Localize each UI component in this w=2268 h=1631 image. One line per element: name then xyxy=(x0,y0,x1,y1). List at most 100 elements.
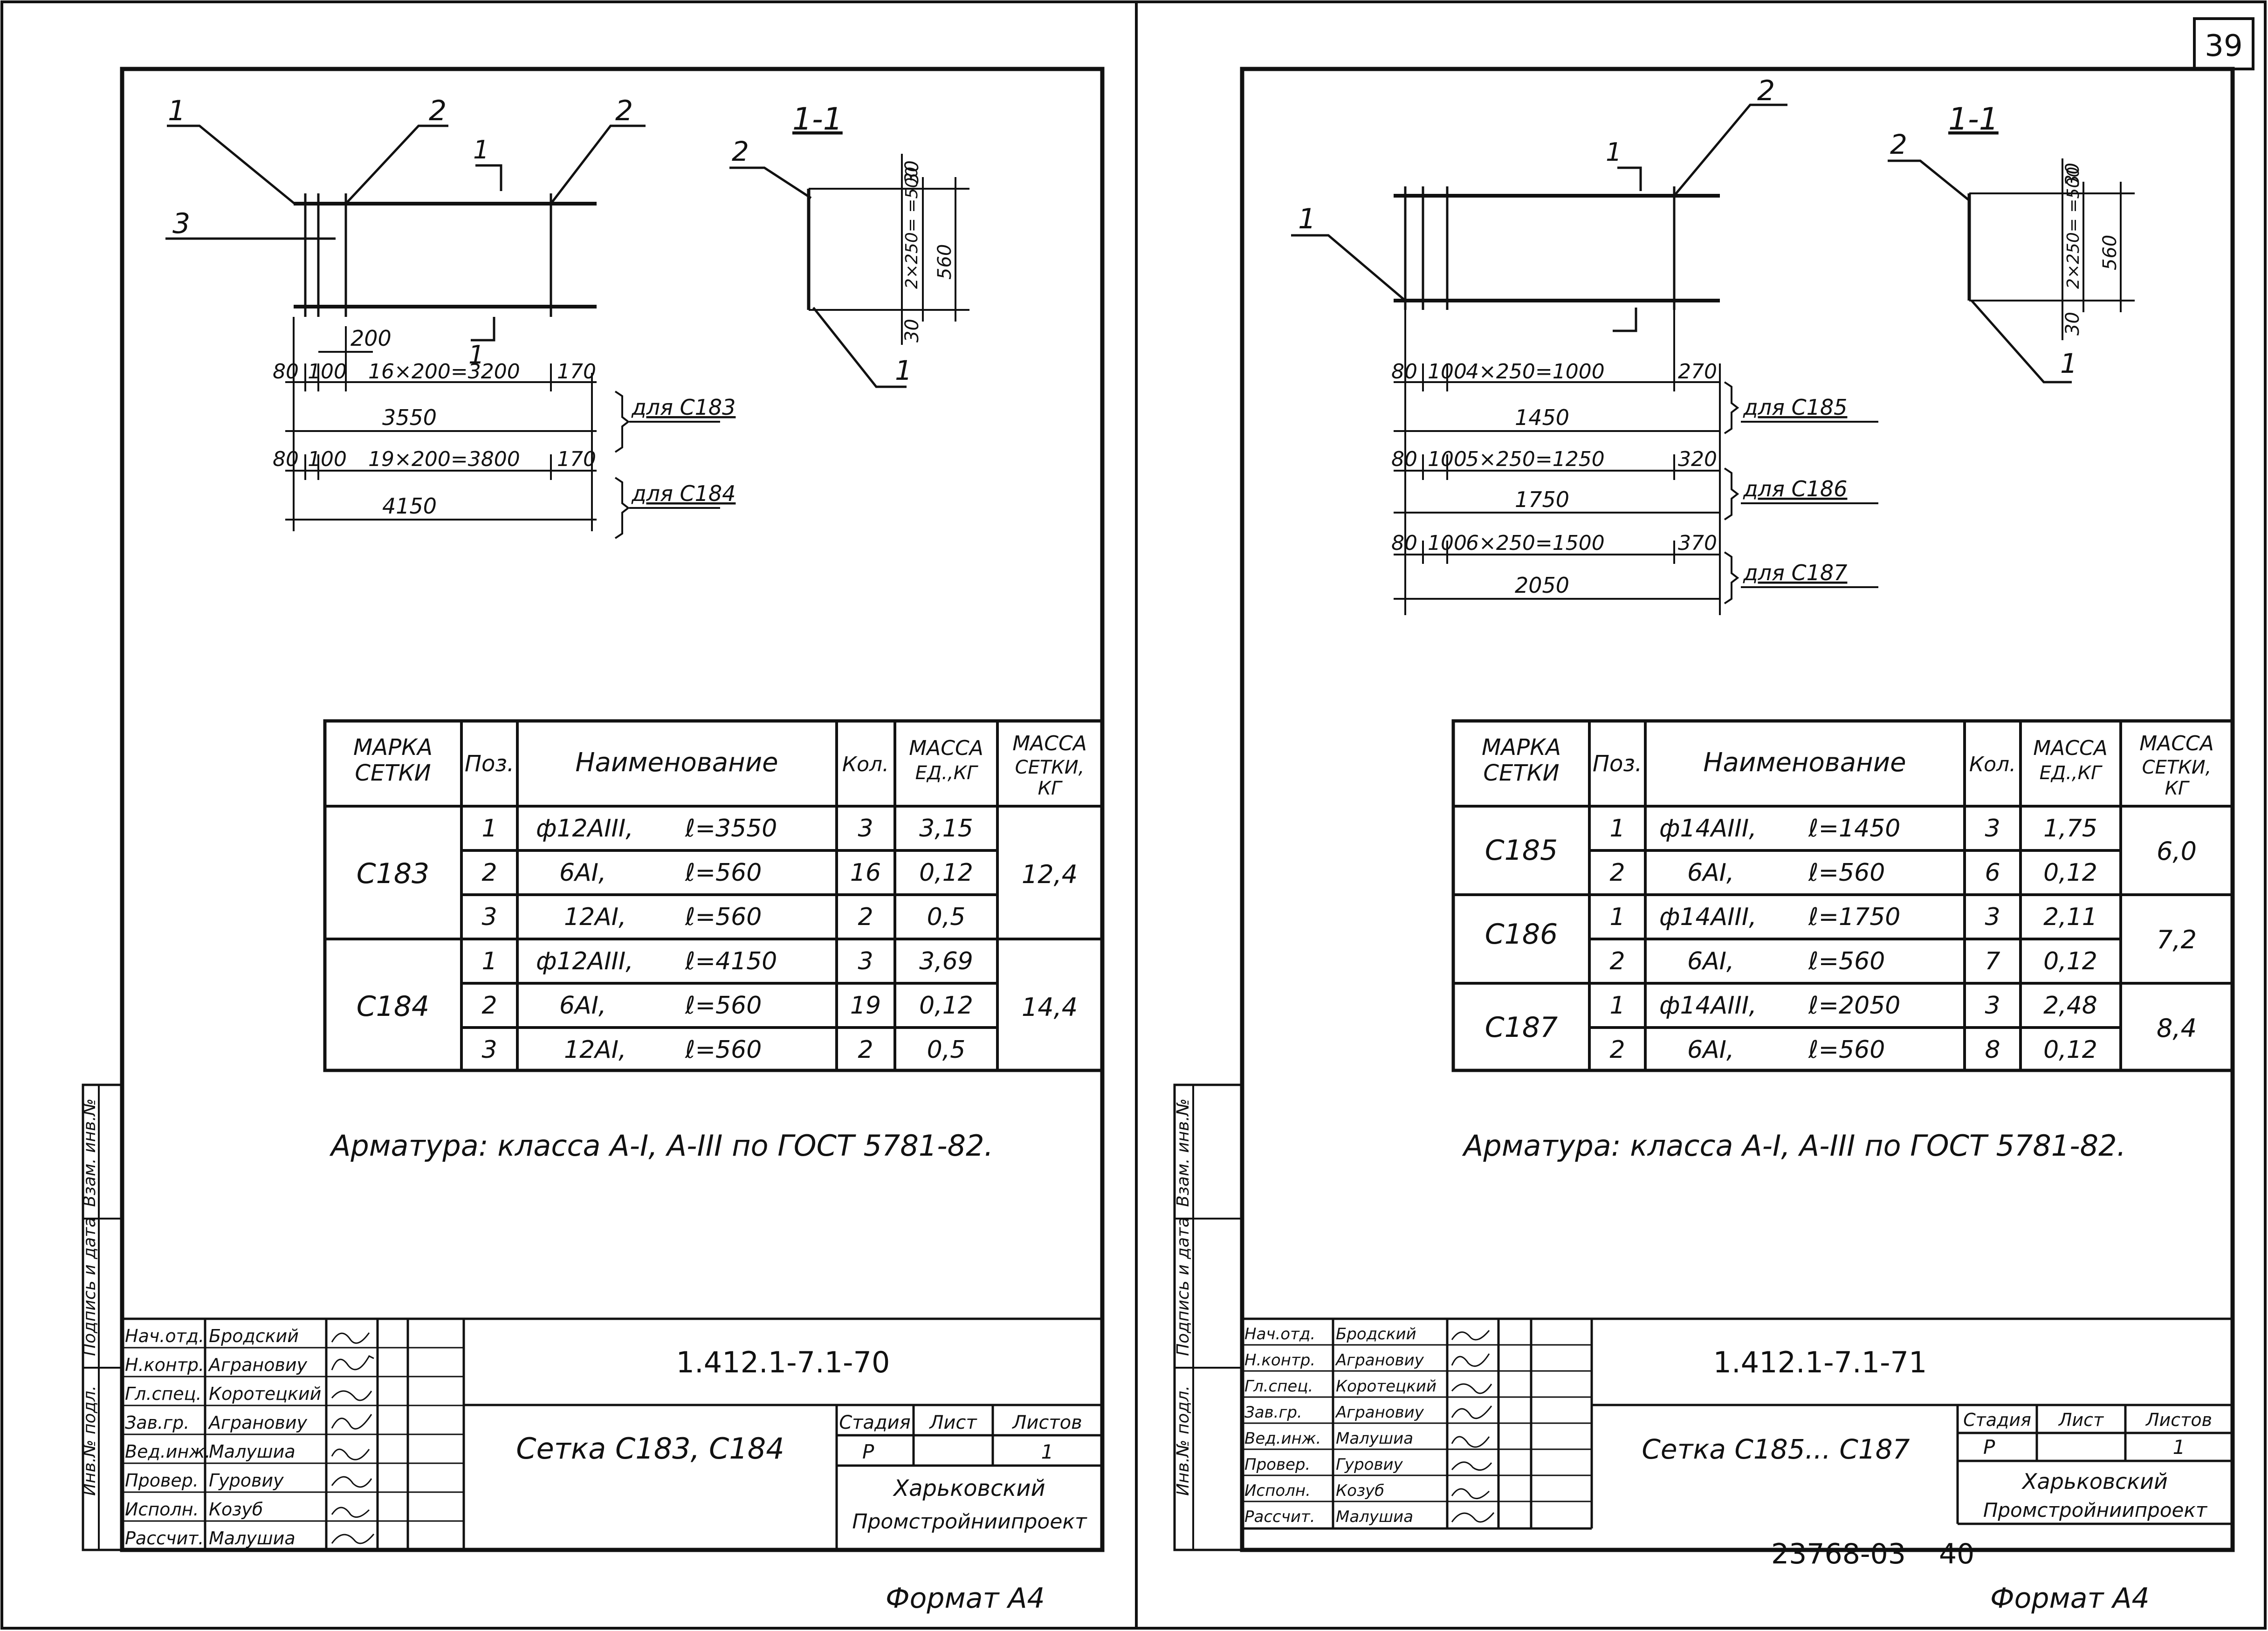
callout-1: 1 xyxy=(1298,203,1316,235)
stamp-sheets-label: Листов xyxy=(2145,1410,2212,1430)
cell-qty: 2 xyxy=(858,903,873,931)
stamp-role: Исполн. xyxy=(125,1499,199,1520)
total-c183: 12,4 xyxy=(1022,860,1078,889)
dim-r3-total: 2050 xyxy=(1515,573,1569,598)
cell-name: ф12АIII, xyxy=(536,947,633,975)
stamp-name: Аграновиу xyxy=(207,1412,308,1433)
cut-mark-top: 1 xyxy=(473,135,489,164)
cell-len: ℓ=560 xyxy=(1808,947,1885,975)
cell-mass: 0,12 xyxy=(2043,947,2097,975)
stamp-role: Гл.спец. xyxy=(1244,1377,1313,1396)
stamp-role: Зав.гр. xyxy=(1244,1403,1302,1422)
stamp-role: Рассчит. xyxy=(1244,1508,1315,1526)
copy-page: 40 xyxy=(1939,1538,1974,1570)
cell-mass: 0,5 xyxy=(927,903,966,931)
sec-dim-top: 30 xyxy=(2062,163,2083,186)
right-title-block: Нач.отд. Н.контр. Гл.спец. Зав.гр. Вед.и… xyxy=(1242,1317,2233,1530)
dim-r1-mid: 4×250=1000 xyxy=(1466,360,1605,384)
th-name: Наименование xyxy=(1703,747,1906,778)
right-format: Формат А4 xyxy=(1990,1582,2150,1615)
stamp-role: Н.контр. xyxy=(125,1355,204,1375)
stamp-role: Н.контр. xyxy=(1244,1351,1315,1370)
stamp-sheets: 1 xyxy=(2173,1436,2186,1459)
label-for-c184: для С184 xyxy=(631,481,735,506)
dim-r2-b: 100 xyxy=(308,447,347,471)
cell-name: ф14АIII, xyxy=(1659,815,1757,843)
dim-r2-mid: 19×200=3800 xyxy=(368,447,520,471)
dim-r2-a: 80 xyxy=(1391,447,1417,471)
dim-r1-b: 100 xyxy=(308,360,347,384)
dim-r3-mid: 6×250=1500 xyxy=(1466,531,1605,555)
cell-pos: 2 xyxy=(1609,947,1625,975)
stamp-org-1: Харьковский xyxy=(2021,1469,2168,1494)
cell-qty: 6 xyxy=(1985,859,2000,887)
label-for-c187: для С187 xyxy=(1743,560,1847,585)
dim-200: 200 xyxy=(351,326,392,351)
section-callout-1: 1 xyxy=(895,355,912,386)
left-section-1-1: 1-1 2 1 30 2×250= =500 560 30 xyxy=(729,101,969,388)
right-side-strip: Инв.№ подл. Подпись и дата Взам. инв.№ xyxy=(1173,1083,1244,1551)
left-mesh-drawing: 1 2 2 3 1 1 xyxy=(165,95,735,539)
cell-pos: 3 xyxy=(481,903,497,931)
cell-mass: 0,12 xyxy=(919,859,973,887)
stamp-name: Аграновиу xyxy=(207,1355,308,1375)
page-number: 39 xyxy=(2205,29,2242,63)
cell-len: ℓ=560 xyxy=(685,992,762,1020)
dim-r2-total: 4150 xyxy=(382,493,437,519)
th-mark-1: МАРКА xyxy=(353,734,433,761)
cell-name: 6АI, xyxy=(559,992,606,1020)
cell-len: ℓ=2050 xyxy=(1808,992,1900,1020)
dim-r2-mid: 5×250=1250 xyxy=(1466,447,1605,471)
cell-name: ф12АIII, xyxy=(536,815,633,843)
mark-c183: С183 xyxy=(357,857,429,890)
stamp-name: Аграновиу xyxy=(1335,1351,1424,1370)
stamp-org-1: Харьковский xyxy=(892,1475,1045,1501)
cell-mass: 0,12 xyxy=(2043,1036,2097,1064)
cell-len: ℓ=560 xyxy=(685,859,762,887)
dim-r1-total: 3550 xyxy=(382,405,437,430)
callout-3: 3 xyxy=(172,207,190,240)
section-callout-1: 1 xyxy=(2060,348,2077,379)
left-spec-table: МАРКА СЕТКИ Поз. Наименование Кол. МАССА… xyxy=(323,719,1104,1072)
cell-len: ℓ=3550 xyxy=(685,815,777,843)
right-spec-table: МАРКА СЕТКИ Поз. Наименование Кол. МАССА… xyxy=(1451,719,2234,1072)
left-doc-code: 1.412.1-7.1-70 xyxy=(676,1345,890,1379)
side-label-sign: Подпись и дата xyxy=(1174,1217,1193,1356)
stamp-name: Коротецкий xyxy=(1336,1377,1436,1396)
th-qty: Кол. xyxy=(842,753,889,776)
callout-2a: 2 xyxy=(429,95,447,127)
th-mark-2: СЕТКИ xyxy=(355,760,431,786)
sec-dim-bottom: 30 xyxy=(901,319,923,343)
stamp-name: Малушиа xyxy=(209,1528,296,1549)
th-mark-1: МАРКА xyxy=(1482,734,1561,761)
cell-pos: 1 xyxy=(481,947,497,975)
stamp-role: Нач.отд. xyxy=(1244,1325,1315,1343)
stamp-stage-label: Стадия xyxy=(839,1412,910,1433)
dim-r1-end: 270 xyxy=(1678,360,1717,384)
cell-pos: 3 xyxy=(481,1036,497,1064)
stamp-role: Провер. xyxy=(125,1470,199,1491)
right-doc-title: Сетка С185... С187 xyxy=(1642,1433,1910,1465)
stamp-name: Бродский xyxy=(209,1326,299,1346)
cell-pos: 1 xyxy=(1609,992,1625,1020)
cell-mass: 0,12 xyxy=(2043,859,2097,887)
dim-r1-a: 80 xyxy=(1391,360,1417,384)
cell-len: ℓ=1750 xyxy=(1808,903,1900,931)
signatures xyxy=(1451,1330,1495,1523)
th-pos: Поз. xyxy=(1593,751,1642,777)
stamp-role: Гл.спец. xyxy=(125,1384,202,1404)
stamp-sheets: 1 xyxy=(1041,1440,1054,1463)
sec-dim-top: 30 xyxy=(901,160,923,184)
mark-c185: С185 xyxy=(1485,834,1558,867)
dim-r2-end: 320 xyxy=(1678,447,1717,471)
stamp-role: Зав.гр. xyxy=(125,1412,189,1433)
mark-c186: С186 xyxy=(1485,918,1558,951)
stamp-name: Гуровиу xyxy=(1336,1455,1403,1474)
stamp-name: Коротецкий xyxy=(209,1384,321,1404)
stamp-role: Нач.отд. xyxy=(125,1326,204,1346)
stamp-org-2: Промстройниипроект xyxy=(852,1510,1087,1534)
total-c185: 6,0 xyxy=(2157,836,2197,866)
left-side-strip: Инв.№ подл. Подпись и дата Взам. инв.№ xyxy=(80,1083,124,1551)
cut-mark-bottom: 1 xyxy=(468,340,484,370)
cell-len: ℓ=1450 xyxy=(1808,815,1900,843)
